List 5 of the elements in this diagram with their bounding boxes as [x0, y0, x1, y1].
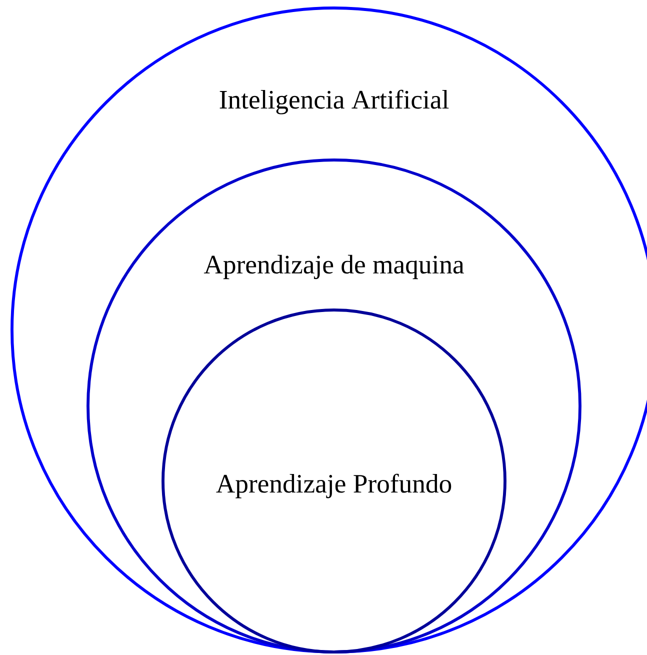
- circle: [86, 158, 582, 654]
- circle-label: Aprendizaje de maquina: [204, 254, 464, 280]
- circle-label: Aprendizaje Profundo: [216, 474, 452, 498]
- circle-label: Inteligencia Artificial: [220, 90, 449, 114]
- circle: [162, 308, 506, 654]
